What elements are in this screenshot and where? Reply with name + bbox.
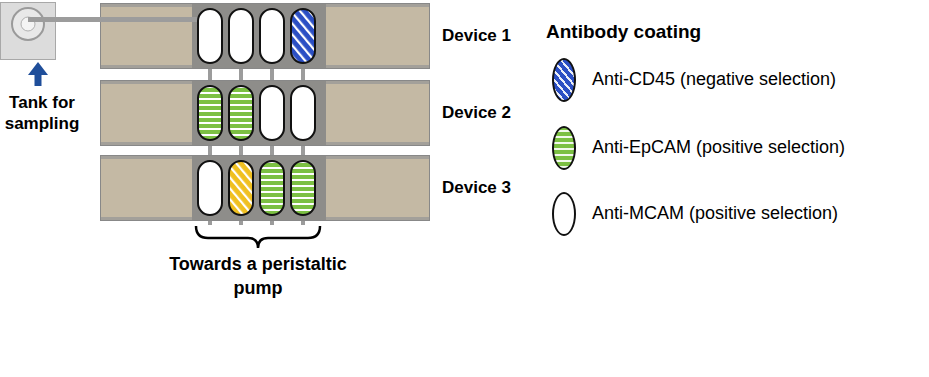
channel-oval xyxy=(291,161,315,215)
tube xyxy=(301,69,305,80)
legend-swatch xyxy=(552,126,576,170)
sampling-tank: Tank for sampling xyxy=(0,2,56,60)
microfluidic-device: Device 3 xyxy=(100,155,430,221)
channel-oval xyxy=(229,161,253,215)
tube-connector xyxy=(208,146,212,155)
tank-label: Tank for sampling xyxy=(0,92,84,134)
channel-oval xyxy=(260,9,284,63)
legend-swatch xyxy=(552,192,576,236)
channel-oval xyxy=(198,161,222,215)
outlet-label: Towards a peristaltic pump xyxy=(150,252,366,300)
sampling-arrow xyxy=(35,74,42,86)
tube xyxy=(270,146,274,155)
tube xyxy=(239,69,243,80)
device-label: Device 1 xyxy=(442,26,511,46)
device-body xyxy=(100,3,430,69)
legend-text: Anti-CD45 (negative selection) xyxy=(592,69,836,90)
channel-oval xyxy=(291,9,315,63)
outlet-tube xyxy=(270,221,274,225)
tube-connector xyxy=(208,69,212,80)
outlet-tube xyxy=(239,221,243,225)
legend-title: Antibody coating xyxy=(546,20,806,44)
channel-oval xyxy=(198,86,222,140)
tank-shape xyxy=(0,2,56,60)
channel-oval xyxy=(198,9,222,63)
channel-oval xyxy=(229,9,253,63)
microfluidic-device: Device 1 xyxy=(100,3,430,69)
channel-oval xyxy=(260,161,284,215)
device-label: Device 2 xyxy=(442,103,511,123)
channel-oval xyxy=(229,86,253,140)
device-label: Device 3 xyxy=(442,178,511,198)
outlet-bracket xyxy=(196,226,320,248)
tube xyxy=(301,146,305,155)
outlet-tube xyxy=(208,221,212,225)
device-body xyxy=(100,155,430,221)
legend-text: Anti-EpCAM (positive selection) xyxy=(592,137,845,158)
channel-oval xyxy=(260,86,284,140)
tube xyxy=(270,69,274,80)
legend-text: Anti-MCAM (positive selection) xyxy=(592,203,838,224)
outlet-tube xyxy=(301,221,305,225)
tube xyxy=(239,146,243,155)
sampling-arrowhead xyxy=(28,62,48,75)
legend-swatch xyxy=(552,58,576,102)
channel-oval xyxy=(291,86,315,140)
tube-connector xyxy=(56,17,100,22)
device-body xyxy=(100,80,430,146)
microfluidic-device: Device 2 xyxy=(100,80,430,146)
